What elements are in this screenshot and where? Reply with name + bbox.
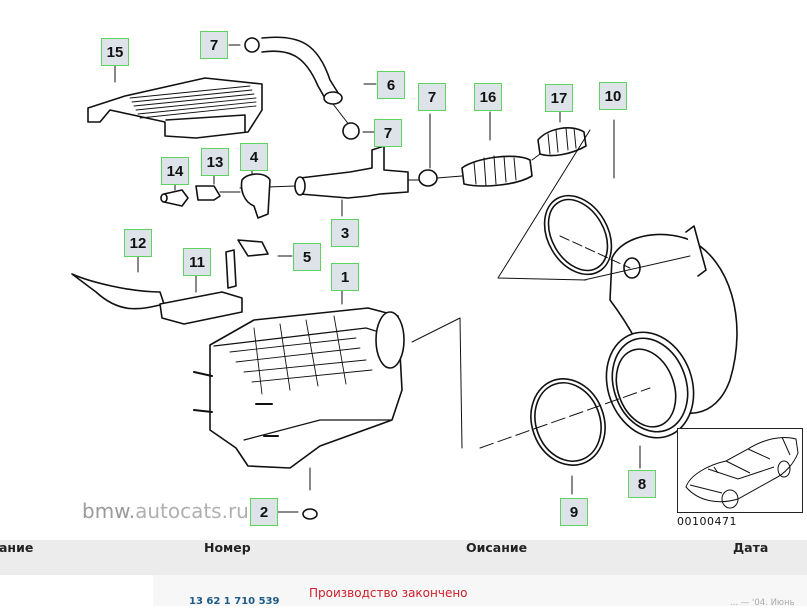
part-10-intake-boot [479,129,738,495]
parts-4-13-14 [160,165,271,219]
watermark-brand: autocats.ru [135,499,249,523]
callout-7[interactable]: 7 [418,83,446,111]
callout-3[interactable]: 3 [331,219,359,247]
callout-7[interactable]: 7 [200,31,228,59]
parts-diagram: 15 7 6 7 7 16 17 10 14 13 4 3 12 11 5 1 … [71,31,803,528]
callout-10[interactable]: 10 [599,82,627,110]
watermark-prefix: bmw. [82,499,136,523]
part-2-grommet [302,508,318,520]
callout-5[interactable]: 5 [293,243,321,271]
header-name: ание [0,540,34,555]
callout-16[interactable]: 16 [474,83,502,111]
car-icon [685,436,799,509]
part-6-hose [228,36,377,140]
callout-7[interactable]: 7 [374,119,402,147]
callout-1[interactable]: 1 [331,263,359,291]
diagram-id: 00100471 [677,515,737,528]
callout-2[interactable]: 2 [250,498,278,526]
callout-6[interactable]: 6 [377,71,405,99]
callout-14[interactable]: 14 [161,157,189,185]
part-1-air-flow-meter [193,287,405,491]
parts-11-12-connector [71,255,243,325]
header-date: Дата [733,540,769,555]
table-row: 13 62 1 710 539 Производство закончено .… [0,575,807,608]
part-5-bracket [225,239,293,289]
callout-17[interactable]: 17 [545,84,573,112]
car-thumbnail [677,428,803,513]
callout-9[interactable]: 9 [560,498,588,526]
table-header: ание Номер Оисание Дата [0,540,807,575]
part-15-cover [87,77,263,139]
callout-15[interactable]: 15 [101,38,129,66]
header-number: Номер [204,540,251,555]
header-description: Оисание [466,540,528,555]
callout-11[interactable]: 11 [183,248,211,276]
callout-8[interactable]: 8 [628,470,656,498]
row-background [153,575,807,606]
callout-13[interactable]: 13 [201,148,229,176]
callout-12[interactable]: 12 [124,229,152,257]
parts-16-17-bellows [407,109,615,187]
watermark: bmw.autocats.ru [82,499,249,523]
part-number-link[interactable]: 13 62 1 710 539 [189,596,280,607]
part-date: ... — '04. Июнь [730,598,795,608]
part-description: Производство закончено [309,586,468,600]
callout-4[interactable]: 4 [240,143,268,171]
